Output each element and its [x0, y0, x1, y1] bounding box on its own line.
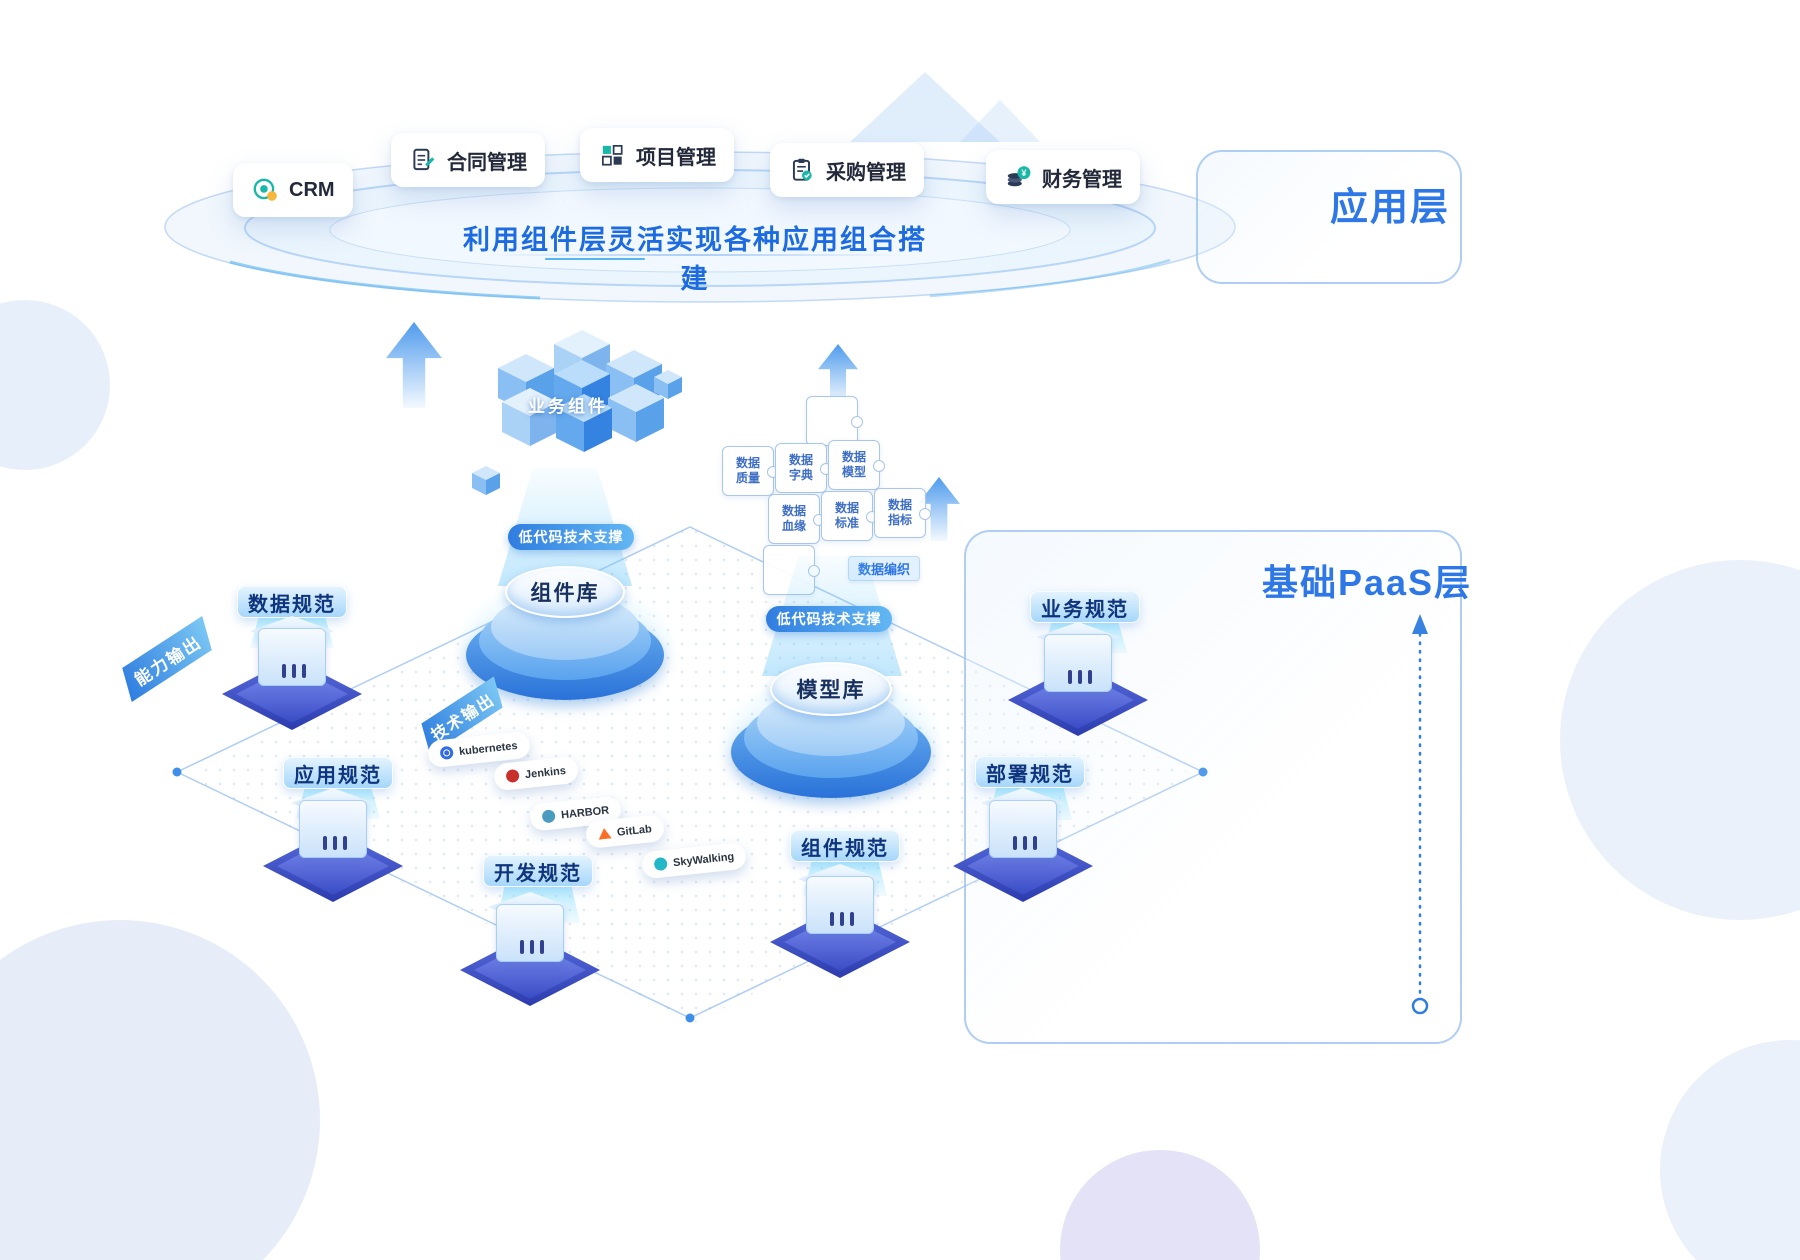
spec-chip: 开发规范 [483, 855, 593, 887]
spec-chip: 组件规范 [790, 830, 900, 862]
app-card-label: 项目管理 [636, 146, 716, 169]
finance-icon: ¥ [1007, 166, 1031, 187]
spec-server [217, 612, 367, 730]
spec-label: 部署规范 [986, 763, 1074, 786]
tool-label: HARBOR [560, 804, 610, 821]
spec-chip: 数据规范 [237, 586, 347, 618]
harbor-icon [541, 809, 556, 824]
puzzle-label: 数据指标 [887, 498, 912, 527]
app-card-label: 采购管理 [826, 161, 906, 184]
procurement-icon [792, 158, 812, 181]
tool-label: kubernetes [458, 739, 519, 758]
puzzle-piece-blank [763, 545, 820, 595]
gitlab-icon [598, 827, 612, 839]
spec-label: 数据规范 [248, 593, 336, 616]
puzzle-label: 数据质量 [735, 456, 760, 485]
puzzle-piece: 数据字典 [775, 443, 832, 493]
puzzle-label: 数据模型 [841, 450, 866, 479]
lowcode-badge: 低代码技术支撑 [508, 524, 634, 550]
spec-server [948, 784, 1098, 902]
component-library-stage: 组件库 [505, 566, 625, 618]
crm-icon [253, 178, 277, 201]
app-card-label: 财务管理 [1042, 168, 1122, 191]
banner-underline [485, 254, 905, 256]
banner-underline-accent [545, 258, 645, 260]
app-layer-title: 应用层 [1330, 187, 1451, 229]
spec-server [765, 860, 915, 978]
app-card-crm: CRM [233, 163, 353, 217]
puzzle-piece-blank [806, 396, 863, 446]
kubernetes-icon [439, 745, 454, 761]
project-icon [601, 144, 623, 166]
spec-chip: 部署规范 [975, 756, 1085, 788]
app-card-procurement: 采购管理 [770, 143, 924, 197]
spec-chip: 应用规范 [283, 757, 393, 789]
business-components-cubes [472, 330, 682, 495]
jenkins-icon [505, 768, 520, 784]
tool-label: Jenkins [524, 764, 567, 781]
app-layer-panel [1196, 150, 1462, 284]
lowcode-badge: 低代码技术支撑 [766, 606, 892, 632]
component-library-label: 组件库 [530, 582, 600, 605]
spec-label: 业务规范 [1041, 598, 1129, 621]
spec-label: 开发规范 [494, 862, 582, 885]
puzzle-piece: 数据标准 [821, 491, 878, 541]
skywalking-icon [653, 856, 668, 872]
paas-layer-title: 基础PaaS层 [1262, 562, 1473, 603]
spec-server [455, 888, 605, 1006]
app-card-contract: 合同管理 [391, 133, 545, 187]
spec-label: 组件规范 [801, 837, 889, 860]
puzzle-piece: 数据质量 [722, 446, 779, 496]
spec-server [258, 784, 408, 902]
spec-server [1003, 618, 1153, 736]
app-card-finance: ¥ 财务管理 [986, 150, 1140, 204]
tool-label: SkyWalking [672, 850, 735, 869]
spec-chip: 业务规范 [1030, 591, 1140, 623]
tool-label: GitLab [616, 822, 653, 839]
spec-label: 应用规范 [294, 764, 382, 787]
puzzle-piece: 数据血缘 [768, 494, 825, 544]
puzzle-label: 数据标准 [834, 501, 859, 530]
svg-text:¥: ¥ [1021, 168, 1027, 178]
banner-text: 利用组件层灵活实现各种应用组合搭建 [463, 225, 927, 294]
puzzle-piece: 数据指标 [874, 488, 931, 538]
app-card-label: 合同管理 [447, 151, 527, 174]
model-library-label: 模型库 [796, 679, 866, 702]
business-components-label: 业务组件 [528, 397, 608, 416]
app-card-project: 项目管理 [580, 128, 734, 182]
puzzle-label: 数据血缘 [781, 504, 806, 533]
puzzle-piece: 数据模型 [828, 440, 885, 490]
puzzle-label: 数据字典 [788, 453, 813, 482]
app-card-label: CRM [289, 178, 335, 201]
data-fabric-chip: 数据编织 [848, 556, 921, 581]
model-library-stage: 模型库 [770, 662, 892, 716]
contract-icon [413, 148, 435, 171]
